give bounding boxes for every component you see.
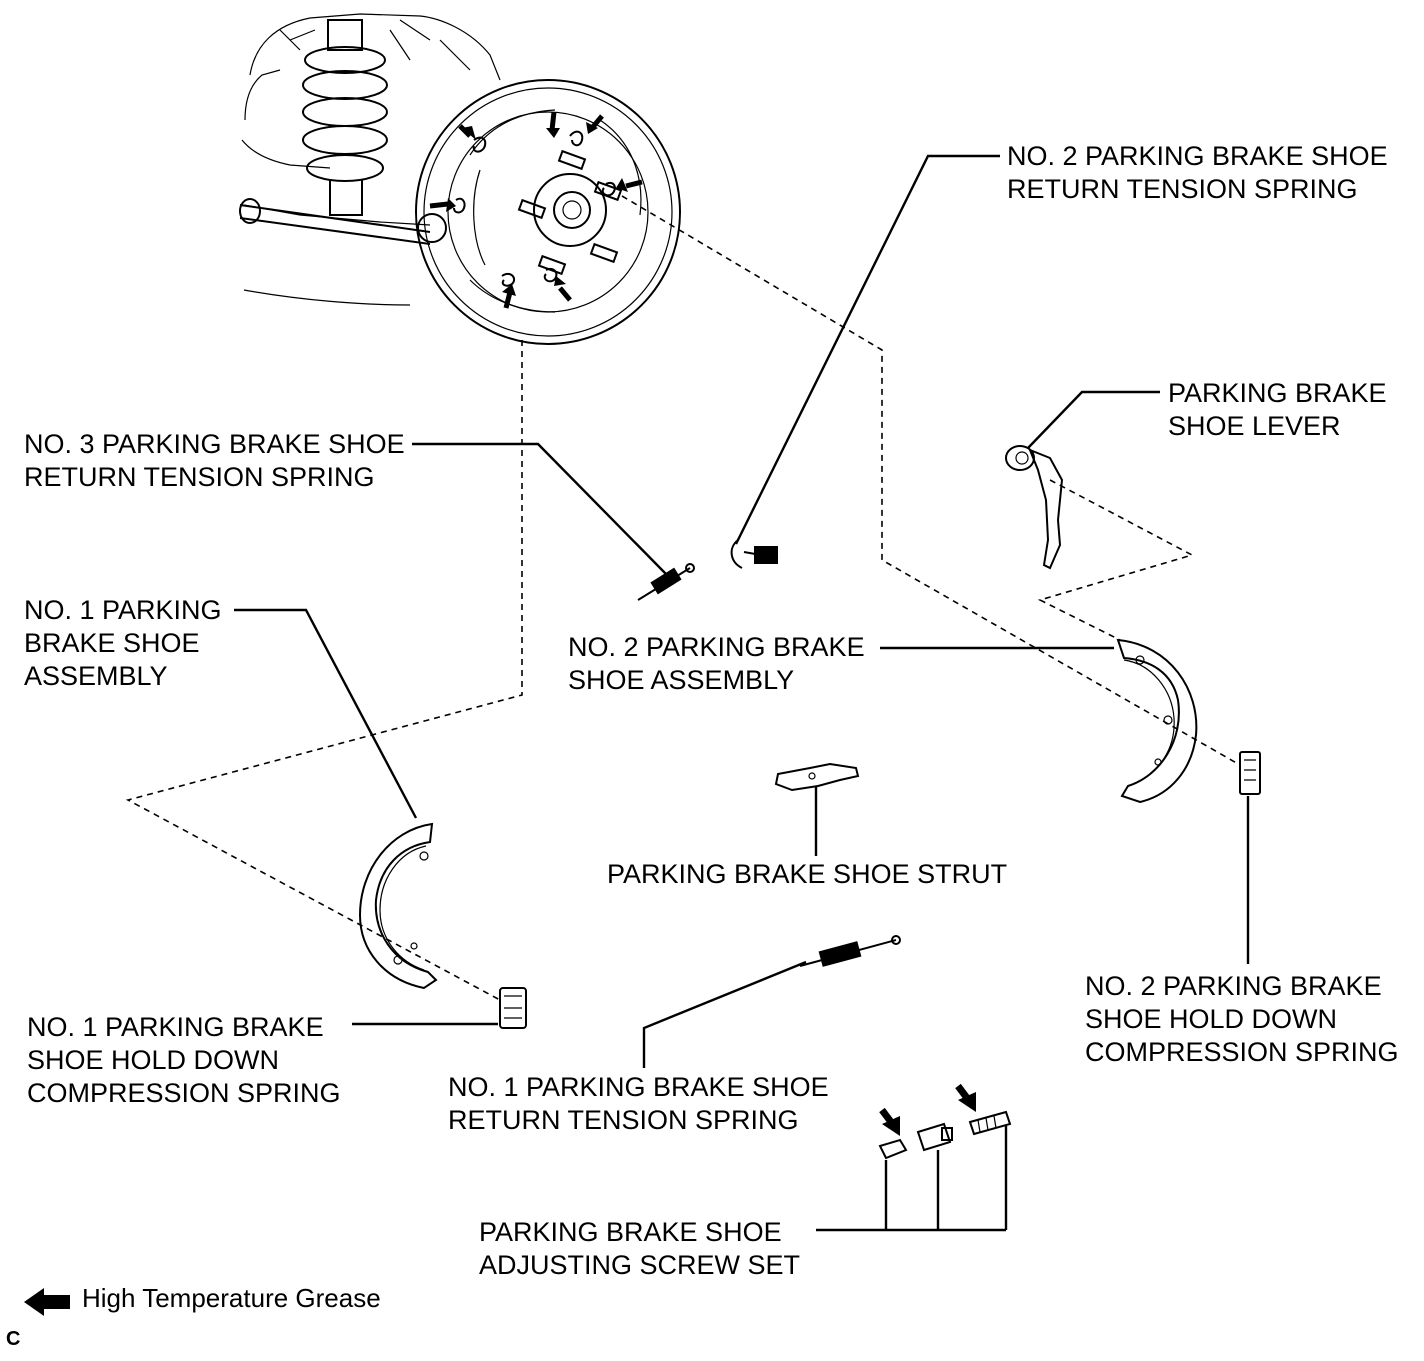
shoe-lever-part	[1005, 445, 1064, 570]
label-line: SHOE LEVER	[1168, 411, 1341, 441]
label-line: RETURN TENSION SPRING	[24, 462, 375, 492]
hold-down-clips-plate	[453, 130, 616, 287]
no3-return-spring-part	[637, 563, 695, 601]
label-line: NO. 2 PARKING BRAKE	[568, 632, 865, 662]
label-line: NO. 1 PARKING BRAKE SHOE	[448, 1072, 829, 1102]
grease-arrow-icons-plate	[429, 111, 643, 309]
label-line: RETURN TENSION SPRING	[1007, 174, 1358, 204]
label-shoe-lever: PARKING BRAKE SHOE LEVER	[1168, 377, 1387, 443]
label-no1-shoe-assembly: NO. 1 PARKING BRAKE SHOE ASSEMBLY	[24, 594, 222, 693]
label-line: SHOE HOLD DOWN	[1085, 1004, 1338, 1034]
label-line: NO. 1 PARKING	[24, 595, 222, 625]
label-line: ADJUSTING SCREW SET	[479, 1250, 801, 1280]
label-line: COMPRESSION SPRING	[1085, 1037, 1399, 1067]
label-line: ASSEMBLY	[24, 661, 168, 691]
adjusting-screw-set-part	[878, 1083, 1012, 1160]
no2-hold-down-spring-part	[1239, 751, 1261, 795]
legend-text: High Temperature Grease	[82, 1283, 381, 1313]
shoe-strut-part	[774, 762, 860, 792]
no2-return-spring-part	[730, 539, 779, 569]
label-no1-return-spring: NO. 1 PARKING BRAKE SHOE RETURN TENSION …	[448, 1071, 829, 1137]
backing-plate-assembly-illustration	[239, 13, 681, 345]
label-line: NO. 3 PARKING BRAKE SHOE	[24, 429, 405, 459]
label-no2-return-spring: NO. 2 PARKING BRAKE SHOE RETURN TENSION …	[1007, 140, 1388, 206]
label-shoe-strut: PARKING BRAKE SHOE STRUT	[607, 858, 1007, 891]
label-line: NO. 2 PARKING BRAKE	[1085, 971, 1382, 1001]
figure-code: C	[6, 1328, 21, 1350]
label-no3-return-spring: NO. 3 PARKING BRAKE SHOE RETURN TENSION …	[24, 428, 405, 494]
label-adjusting-screw-set: PARKING BRAKE SHOE ADJUSTING SCREW SET	[479, 1216, 800, 1282]
label-line: SHOE ASSEMBLY	[568, 665, 795, 695]
label-line: NO. 2 PARKING BRAKE SHOE	[1007, 141, 1388, 171]
label-line: NO. 1 PARKING BRAKE	[27, 1012, 324, 1042]
assembly-dashed-lines	[125, 195, 1241, 1001]
label-line: COMPRESSION SPRING	[27, 1078, 341, 1108]
label-line: PARKING BRAKE SHOE STRUT	[607, 859, 1008, 889]
label-line: PARKING BRAKE	[1168, 378, 1387, 408]
no1-return-spring-part	[799, 935, 901, 967]
leader-lines	[234, 154, 1250, 1232]
label-no2-shoe-assembly: NO. 2 PARKING BRAKE SHOE ASSEMBLY	[568, 631, 865, 697]
grease-arrow-icon	[24, 1288, 70, 1316]
label-line: PARKING BRAKE SHOE	[479, 1217, 782, 1247]
label-line: BRAKE SHOE	[24, 628, 200, 658]
label-no2-hold-down: NO. 2 PARKING BRAKE SHOE HOLD DOWN COMPR…	[1085, 970, 1399, 1069]
label-line: SHOE HOLD DOWN	[27, 1045, 280, 1075]
coil-spring-illustration	[302, 19, 388, 182]
label-no1-hold-down: NO. 1 PARKING BRAKE SHOE HOLD DOWN COMPR…	[27, 1011, 341, 1110]
no1-hold-down-spring-part	[499, 987, 527, 1029]
no2-shoe-assembly-part	[1116, 638, 1198, 804]
no1-shoe-assembly-part	[358, 822, 438, 990]
label-line: RETURN TENSION SPRING	[448, 1105, 799, 1135]
